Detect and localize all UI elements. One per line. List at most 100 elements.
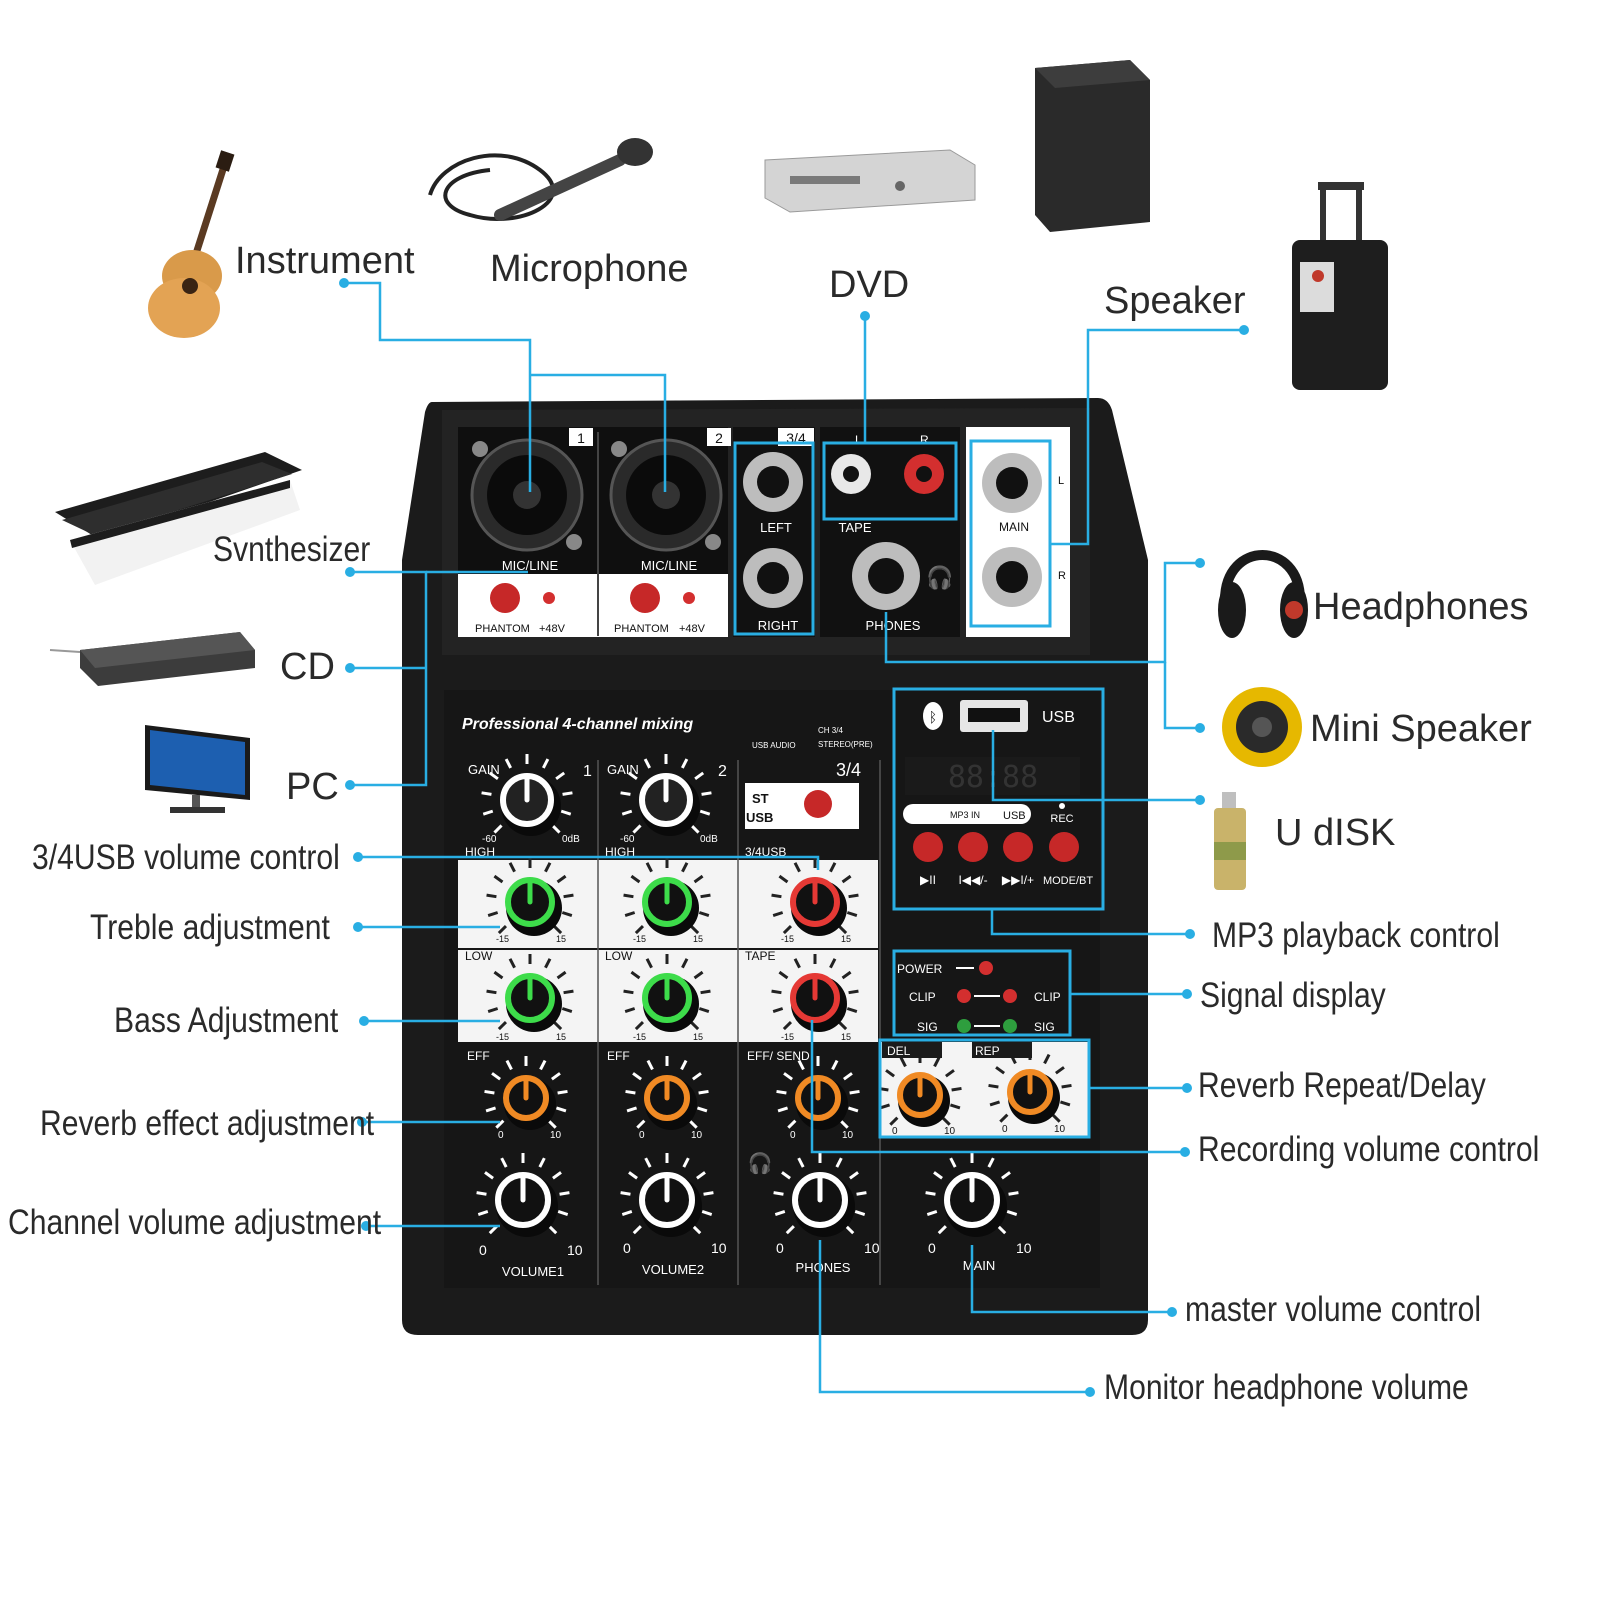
usb-port-label: USB: [1042, 709, 1075, 726]
eff-scale-1-max: 10: [550, 1130, 562, 1141]
main-r-jack[interactable]: [982, 547, 1042, 607]
main-output-label: MAIN: [999, 520, 1029, 534]
high-knob-2[interactable]: [623, 858, 711, 936]
ch1-badge: 1: [577, 430, 585, 446]
low-label-2: LOW: [605, 949, 633, 963]
low-knob-2[interactable]: [623, 954, 711, 1032]
usb34-knob[interactable]: [771, 858, 859, 936]
mp3-in-label: MP3 IN: [950, 810, 980, 820]
prev-button[interactable]: [958, 832, 988, 862]
high-knob-1[interactable]: [486, 858, 574, 936]
clip-led-right: [1003, 989, 1017, 1003]
usb-port[interactable]: [960, 700, 1028, 732]
tape-r-label: R: [920, 433, 929, 447]
signal-display-callout: Signal display: [1200, 976, 1386, 1015]
phantom-label-2: PHANTOM: [614, 623, 669, 635]
usb-sel-label: USB: [746, 810, 773, 825]
ch34-small-label: CH 3/4: [818, 726, 843, 735]
gain-max-2: 0dB: [700, 834, 718, 845]
phantom-label-1: PHANTOM: [475, 623, 530, 635]
eff-knob-1[interactable]: [484, 1056, 568, 1130]
usb34-label: 3/4USB: [745, 845, 786, 859]
prev-label: I◀◀/-: [958, 873, 987, 887]
next-button[interactable]: [1003, 832, 1033, 862]
volume2-knob[interactable]: [620, 1153, 714, 1237]
gain-max-1: 0dB: [562, 834, 580, 845]
eff-scale-2-max: 10: [691, 1130, 703, 1141]
phantom-button-2[interactable]: [630, 583, 660, 613]
sig-label-right: SIG: [1034, 1020, 1055, 1034]
stereo-pre-label: STEREO(PRE): [818, 740, 873, 749]
xlr-combo-jack-1[interactable]: [470, 438, 584, 552]
low-scale-2-min: -15: [633, 1032, 646, 1042]
xlr-combo-jack-2[interactable]: [609, 438, 723, 552]
line-in-right-jack[interactable]: [743, 548, 803, 608]
eff-knob-2[interactable]: [625, 1056, 709, 1130]
cd-label: CD: [280, 646, 335, 688]
microphone-icon: [428, 138, 653, 221]
phones-jack-label: PHONES: [866, 618, 921, 633]
usb-drive-icon: [1214, 792, 1246, 890]
plus48v-label-1: +48V: [539, 623, 566, 635]
synthesizer-label: Svnthesizer: [213, 530, 371, 569]
play-pause-button[interactable]: [913, 832, 943, 862]
keyboard-synth-icon: [55, 452, 302, 585]
guitar-icon: [148, 150, 235, 338]
phones-jack[interactable]: [852, 542, 920, 610]
tape-l-rca-jack[interactable]: [831, 454, 871, 494]
low-label-1: LOW: [465, 949, 493, 963]
tape-scale-max: 15: [841, 1032, 851, 1042]
st-usb-select-button[interactable]: [804, 790, 832, 818]
usb-audio-label: USB AUDIO: [752, 741, 796, 750]
master-volume-callout: master volume control: [1185, 1290, 1482, 1329]
high-scale-2-max: 15: [693, 934, 703, 944]
gain-knob-2[interactable]: [620, 754, 712, 836]
gain-min-1: -60: [482, 834, 497, 845]
rep-label: REP: [975, 1044, 1000, 1058]
mp3-usb-label: USB: [1003, 810, 1026, 822]
left-input-label: LEFT: [760, 520, 792, 535]
plus48v-label-2: +48V: [679, 623, 706, 635]
high-scale-1-max: 15: [556, 934, 566, 944]
usb34-scale-max: 15: [841, 934, 851, 944]
phones-scale-max: 10: [864, 1240, 880, 1256]
rep-scale-min: 0: [1002, 1124, 1008, 1135]
svg-text:ᛒ: ᛒ: [929, 709, 937, 725]
low-scale-1-min: -15: [496, 1032, 509, 1042]
st-label: ST: [752, 791, 769, 806]
low-knob-1[interactable]: [486, 954, 574, 1032]
phones-volume-label: PHONES: [796, 1260, 851, 1275]
phones-knob[interactable]: [773, 1153, 867, 1237]
volume1-knob[interactable]: [476, 1153, 570, 1237]
gain-knob-1[interactable]: [481, 754, 573, 836]
microphone-label: Microphone: [490, 248, 689, 290]
main-scale-min: 0: [928, 1240, 936, 1256]
dvd-label: DVD: [829, 264, 910, 306]
rep-scale-max: 10: [1054, 1124, 1066, 1135]
rep-knob[interactable]: [988, 1050, 1072, 1124]
tape-knob[interactable]: [771, 954, 859, 1032]
eff-label-2: EFF: [607, 1049, 630, 1063]
mini-speaker-label: Mini Speaker: [1310, 708, 1532, 750]
main-l-jack[interactable]: [982, 453, 1042, 513]
tape-r-rca-jack[interactable]: [904, 454, 944, 494]
leader-lines: [344, 281, 1244, 1394]
ch1-label: 1: [583, 763, 592, 780]
phantom-button-1[interactable]: [490, 583, 520, 613]
tape-scale-min: -15: [781, 1032, 794, 1042]
tape-label: TAPE: [839, 520, 872, 535]
phantom-led-2: [683, 592, 695, 604]
reverb-effect-callout: Reverb effect adjustment: [40, 1104, 375, 1143]
speaker-cabinet-icon: [1035, 60, 1150, 232]
del-scale-max: 10: [944, 1126, 956, 1137]
main-knob[interactable]: [925, 1153, 1019, 1237]
eff-send-knob[interactable]: [776, 1056, 860, 1130]
line-in-left-jack[interactable]: [743, 452, 803, 512]
phones-scale-min: 0: [776, 1240, 784, 1256]
volume1-scale-min: 0: [479, 1242, 487, 1258]
del-scale-min: 0: [892, 1126, 898, 1137]
mode-bt-button[interactable]: [1049, 832, 1079, 862]
sig-led-right: [1003, 1019, 1017, 1033]
gain-label-1: GAIN: [468, 762, 500, 777]
